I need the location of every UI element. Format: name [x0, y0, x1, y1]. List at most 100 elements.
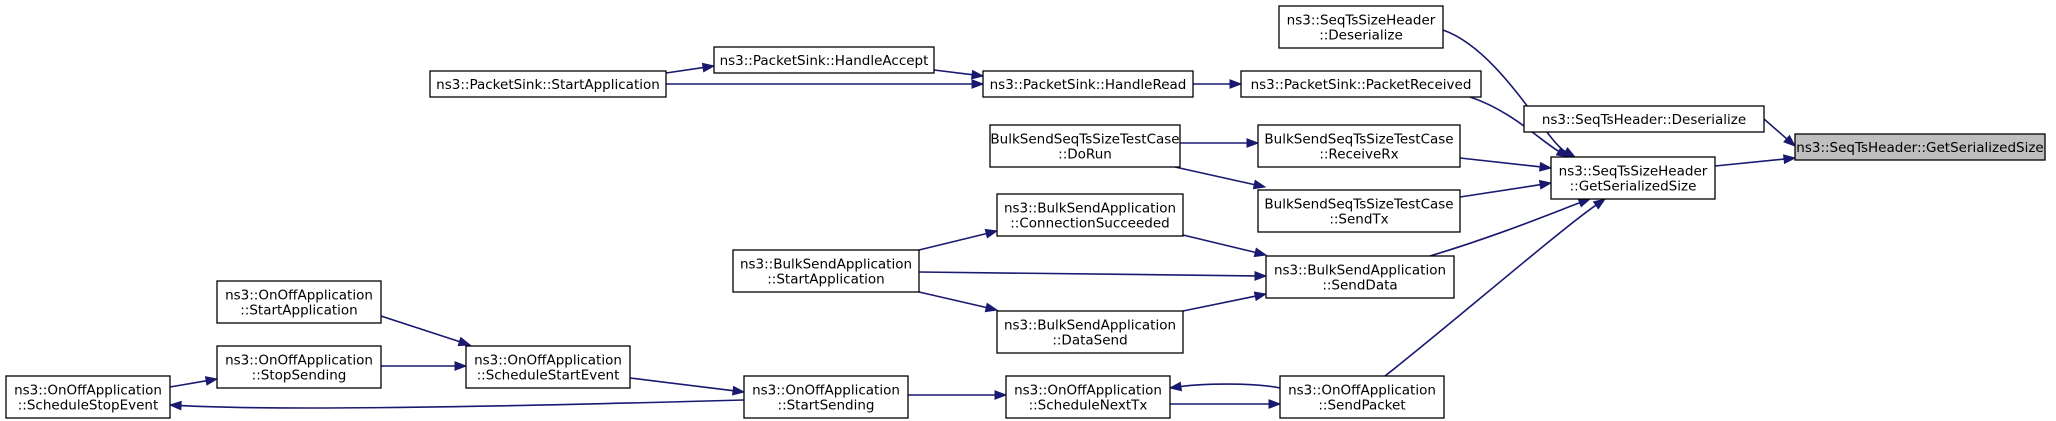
- node-ps_read[interactable]: ns3::PacketSink::HandleRead: [982, 70, 1194, 98]
- edge-line: [1763, 118, 1788, 140]
- node-label: ns3::BulkSendApplication: [740, 257, 912, 273]
- node-label: ::SendPacket: [1318, 398, 1405, 414]
- edge-line: [1182, 295, 1256, 312]
- node-label: ns3::PacketSink::HandleAccept: [720, 53, 929, 69]
- node-label: ns3::OnOffApplication: [225, 288, 373, 304]
- arrowhead-icon: [1555, 146, 1570, 158]
- edge-bs_conn-to-bs_senddata: [1182, 234, 1268, 258]
- node-label: ns3::SeqTsHeader::GetSerializedSize: [1796, 140, 2043, 156]
- node-label: ::DoRun: [1058, 147, 1112, 163]
- arrowhead-icon: [454, 361, 468, 371]
- edge-line: [933, 69, 973, 76]
- node-label: ns3::PacketSink::StartApplication: [436, 77, 660, 93]
- edge-bs_start-to-bs_senddata: [918, 270, 1268, 281]
- arrowhead-icon: [1783, 154, 1797, 165]
- edge-line: [918, 291, 987, 309]
- node-oo_schedstart[interactable]: ns3::OnOffApplication::ScheduleStartEven…: [465, 345, 631, 389]
- arrowhead-icon: [1783, 134, 1797, 147]
- edge-oo_sendpkt-to-stss_gss: [1384, 198, 1607, 377]
- edge-line: [918, 232, 987, 251]
- node-label: ::SendData: [1322, 278, 1397, 294]
- node-box: [732, 249, 920, 293]
- node-oo_schedstop[interactable]: ns3::OnOffApplication::ScheduleStopEvent: [5, 375, 171, 419]
- node-label: ns3::OnOffApplication: [1288, 383, 1436, 399]
- edge-bs_start-to-bs_datasend: [918, 291, 999, 313]
- node-ps_start[interactable]: ns3::PacketSink::StartApplication: [429, 70, 667, 98]
- node-oo_schednext[interactable]: ns3::OnOffApplication::ScheduleNextTx: [1005, 375, 1171, 419]
- node-tc_run[interactable]: BulkSendSeqTsSizeTestCase::DoRun: [989, 124, 1181, 168]
- node-label: BulkSendSeqTsSizeTestCase: [990, 132, 1179, 148]
- edge-bs_start-to-bs_conn: [918, 228, 999, 251]
- edge-line: [1180, 383, 1281, 389]
- arrowhead-icon: [1253, 247, 1268, 258]
- node-label: ns3::SeqTsSizeHeader: [1287, 13, 1436, 29]
- edge-line: [1429, 202, 1580, 257]
- node-stss_deser[interactable]: ns3::SeqTsSizeHeader::Deserialize: [1278, 5, 1444, 49]
- node-label: ::SendTx: [1329, 212, 1388, 228]
- node-label: ::ScheduleStartEvent: [477, 368, 620, 384]
- node-label: ::StartSending: [778, 398, 875, 414]
- node-label: BulkSendSeqTsSizeTestCase: [1264, 132, 1453, 148]
- edge-line: [918, 271, 1256, 277]
- node-label: ns3::PacketSink::HandleRead: [990, 77, 1187, 93]
- edge-oo_stopsend-to-oo_schedstart: [381, 361, 468, 371]
- node-tc_tx[interactable]: BulkSendSeqTsSizeTestCase::SendTx: [1257, 189, 1461, 233]
- edge-line: [1459, 183, 1541, 198]
- node-oo_stopsend[interactable]: ns3::OnOffApplication::StopSending: [216, 345, 382, 389]
- edge-line: [1182, 234, 1256, 254]
- node-stss_gss[interactable]: ns3::SeqTsSizeHeader::GetSerializedSize: [1550, 156, 1716, 200]
- node-sts_deser[interactable]: ns3::SeqTsHeader::Deserialize: [1523, 105, 1765, 133]
- node-label: ns3::OnOffApplication: [1014, 383, 1162, 399]
- edge-bs_datasend-to-bs_senddata: [1182, 291, 1268, 312]
- edge-stss_gss-to-root: [1714, 154, 1797, 167]
- edge-tc_run-to-tc_rx: [1180, 138, 1260, 148]
- arrowhead-icon: [1252, 179, 1267, 190]
- arrowhead-icon: [204, 376, 219, 386]
- node-box: [996, 310, 1184, 354]
- arrowhead-icon: [1538, 179, 1553, 190]
- node-ps_accept[interactable]: ns3::PacketSink::HandleAccept: [713, 46, 935, 74]
- arrowhead-icon: [1246, 138, 1260, 148]
- node-root[interactable]: ns3::SeqTsHeader::GetSerializedSize: [1794, 133, 2046, 161]
- edge-oo_sendpkt-to-oo_schednext: [1168, 381, 1281, 392]
- arrowhead-icon: [1577, 198, 1592, 208]
- arrowhead-icon: [971, 79, 985, 89]
- node-label: ::ReceiveRx: [1319, 147, 1398, 163]
- node-oo_startsend[interactable]: ns3::OnOffApplication::StartSending: [743, 375, 909, 419]
- edge-line: [1469, 96, 1560, 152]
- arrowhead-icon: [1539, 161, 1553, 172]
- arrowhead-icon: [168, 400, 182, 411]
- node-label: ::ConnectionSucceeded: [1010, 216, 1170, 232]
- node-label: ns3::PacketSink::PacketReceived: [1251, 77, 1472, 93]
- arrowhead-icon: [984, 302, 999, 313]
- edge-oo_schedstop-to-oo_stopsend: [169, 376, 219, 388]
- edge-line: [1442, 29, 1566, 153]
- node-bs_datasend[interactable]: ns3::BulkSendApplication::DataSend: [996, 310, 1184, 354]
- node-label: ns3::BulkSendApplication: [1274, 263, 1446, 279]
- node-box: [216, 345, 382, 389]
- node-box: [5, 375, 171, 419]
- edge-line: [1384, 204, 1597, 377]
- arrowhead-icon: [1254, 270, 1268, 281]
- edge-line: [380, 315, 460, 343]
- node-tc_rx[interactable]: BulkSendSeqTsSizeTestCase::ReceiveRx: [1257, 124, 1461, 168]
- node-bs_conn[interactable]: ns3::BulkSendApplication::ConnectionSucc…: [996, 193, 1184, 237]
- node-label: ns3::OnOffApplication: [752, 383, 900, 399]
- node-ps_recv[interactable]: ns3::PacketSink::PacketReceived: [1240, 70, 1482, 98]
- edge-tc_tx-to-stss_gss: [1459, 179, 1553, 198]
- arrowhead-icon: [971, 69, 985, 80]
- node-label: ns3::SeqTsSizeHeader: [1559, 164, 1708, 180]
- arrowhead-icon: [1268, 399, 1282, 409]
- edge-tc_run-to-tc_tx: [1174, 166, 1267, 190]
- node-oo_sendpkt[interactable]: ns3::OnOffApplication::SendPacket: [1279, 375, 1445, 419]
- arrowhead-icon: [1229, 79, 1243, 89]
- node-bs_start[interactable]: ns3::BulkSendApplication::StartApplicati…: [732, 249, 920, 293]
- node-bs_senddata[interactable]: ns3::BulkSendApplication::SendData: [1265, 255, 1455, 299]
- edge-oo_startsend-to-oo_schedstop: [168, 399, 745, 411]
- node-label: ns3::OnOffApplication: [14, 383, 162, 399]
- arrowhead-icon: [732, 385, 746, 396]
- node-oo_startapp[interactable]: ns3::OnOffApplication::StartApplication: [216, 280, 382, 324]
- node-box: [1257, 124, 1461, 168]
- nodes: ns3::SeqTsHeader::GetSerializedSizens3::…: [5, 5, 2046, 419]
